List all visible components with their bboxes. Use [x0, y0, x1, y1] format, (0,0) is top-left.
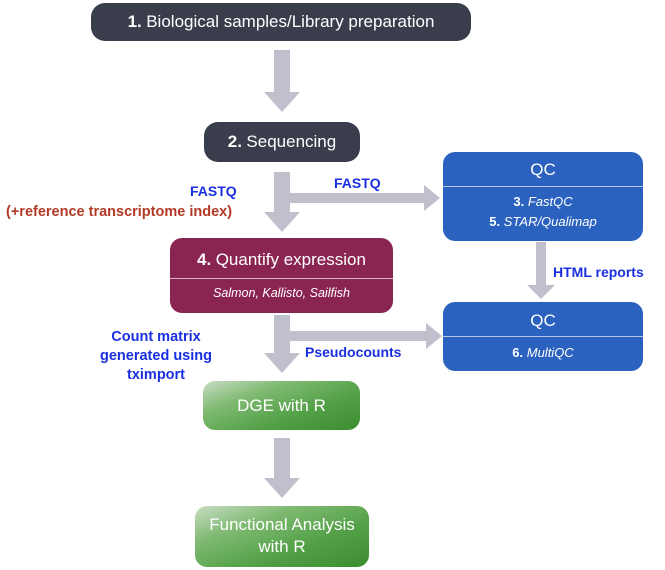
arrow-fastq-to-qc1 [290, 185, 440, 211]
arrow-step4-to-dge [264, 315, 300, 373]
arrow-step2-to-step4 [264, 172, 300, 232]
step4-box: 4. Quantify expression Salmon, Kallisto,… [170, 238, 393, 313]
qc2-item: 6. MultiQC [512, 345, 574, 360]
step4-tools: Salmon, Kallisto, Sailfish [213, 286, 350, 300]
step4-label: Quantify expression [215, 250, 366, 269]
fastq-left-label: FASTQ [190, 183, 237, 199]
count-matrix-line3: tximport [127, 367, 185, 383]
count-matrix-line2: generated using [100, 348, 212, 364]
step2-box: 2. Sequencing [204, 122, 360, 162]
qc1-item: 5. STAR/Qualimap [489, 214, 597, 229]
step4-number: 4. [197, 250, 212, 269]
count-matrix-line1: Count matrix [111, 329, 201, 345]
html-reports-label: HTML reports [553, 264, 644, 280]
step1-label: Biological samples/Library preparation [146, 12, 435, 31]
step2-number: 2. [227, 132, 242, 151]
arrow-pseudocounts-to-qc2 [290, 323, 442, 349]
dge-box: DGE with R [203, 381, 360, 430]
pseudocounts-label: Pseudocounts [305, 344, 402, 360]
arrow-qc1-to-qc2 [527, 242, 555, 299]
step1-box: 1. Biological samples/Library preparatio… [91, 3, 471, 41]
qc1-tool-fastqc: FastQC [527, 194, 573, 209]
qc1-tool-star-qualimap: STAR/Qualimap [503, 214, 597, 229]
qc1-divider [443, 186, 643, 187]
qc1-title: QC [530, 160, 556, 179]
reference-index-label: (+reference transcriptome index) [6, 204, 233, 220]
arrow-step1-to-step2 [264, 50, 300, 112]
functional-line2: with R [258, 537, 306, 556]
qc2-title: QC [530, 311, 556, 330]
qc2-tool-multiqc: MultiQC [526, 345, 574, 360]
step4-divider [170, 278, 393, 279]
functional-analysis-box: Functional Analysis with R [195, 506, 369, 567]
qc-box-2: QC 6. MultiQC [443, 302, 643, 371]
dge-label: DGE with R [237, 396, 326, 415]
qc2-divider [443, 336, 643, 337]
arrow-dge-to-functional [264, 438, 300, 498]
qc1-item: 3. FastQC [513, 194, 573, 209]
qc-box-1: QC 3. FastQC 5. STAR/Qualimap [443, 152, 643, 241]
step1-number: 1. [127, 12, 142, 31]
fastq-right-label: FASTQ [334, 175, 381, 191]
functional-line1: Functional Analysis [209, 515, 355, 534]
step2-label: Sequencing [246, 132, 337, 151]
count-matrix-label: Count matrix generated using tximport [86, 328, 226, 385]
